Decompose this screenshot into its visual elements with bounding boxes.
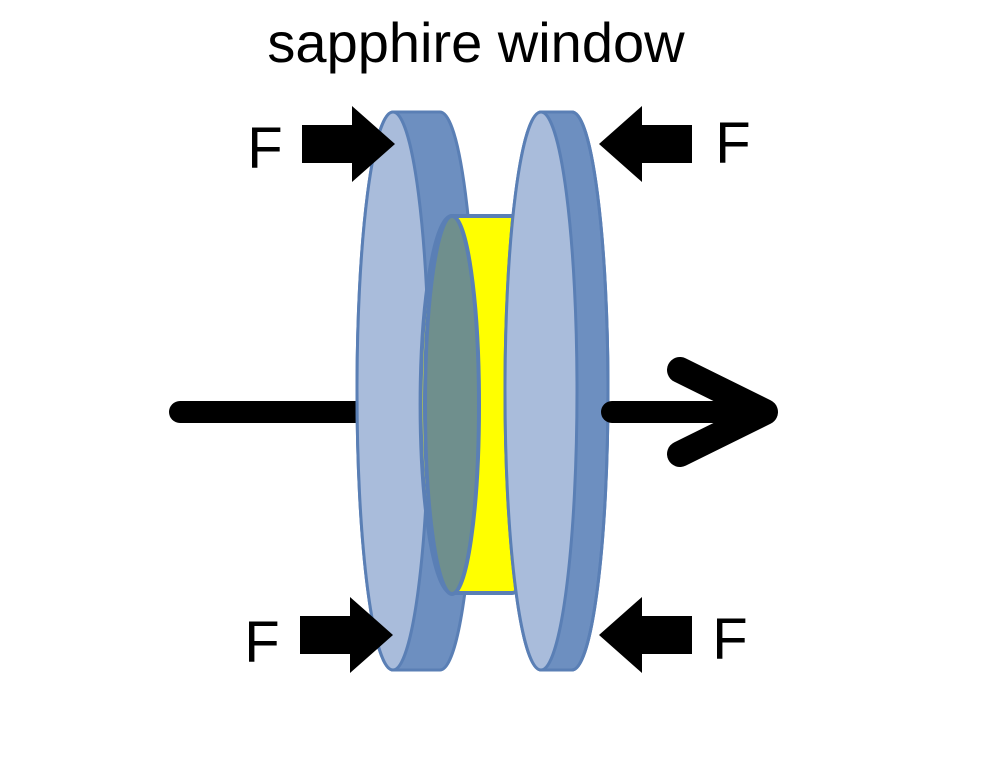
force-arrow-top-left-icon (302, 106, 395, 182)
force-arrow-bottom-left-icon (300, 597, 393, 673)
outgoing-beam-arrow (601, 357, 778, 467)
force-label-bottom-left: F (244, 610, 279, 675)
right-sapphire-window (503, 110, 610, 672)
force-label-top-left: F (247, 116, 282, 181)
force-arrow-top-right-icon (599, 106, 692, 182)
force-arrow-bottom-right-icon (599, 597, 692, 673)
force-label-bottom-right: F (712, 607, 747, 672)
diagram-title: sapphire window (267, 11, 685, 74)
force-label-top-right: F (715, 111, 750, 176)
